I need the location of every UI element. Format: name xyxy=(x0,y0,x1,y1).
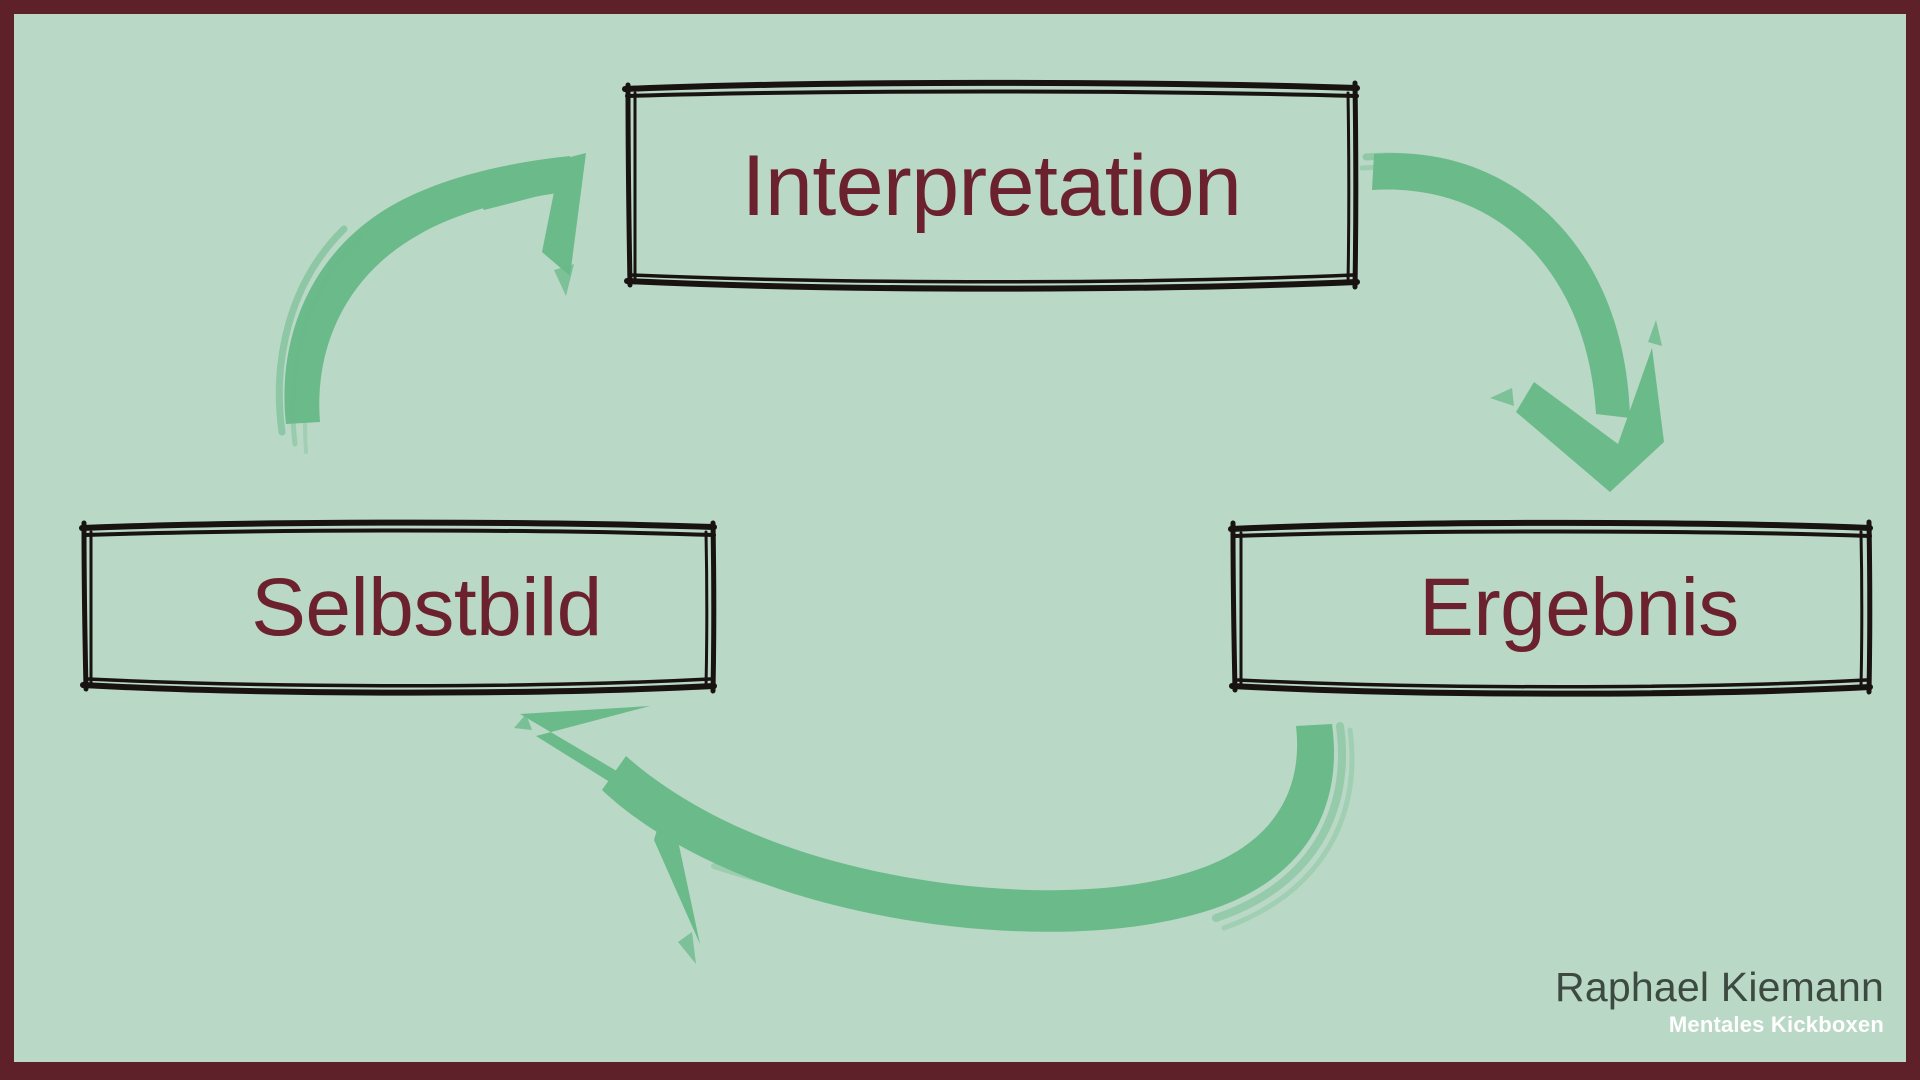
signature-block: Raphael Kiemann Mentales Kickboxen xyxy=(1555,963,1884,1037)
hand-drawn-box-frame xyxy=(622,79,1360,292)
hand-drawn-box-frame xyxy=(1228,519,1873,697)
node-selbstbild[interactable]: Selbstbild xyxy=(76,519,721,697)
arrow-ergebnis-to-selbstbild xyxy=(514,706,1355,964)
signature-name: Raphael Kiemann xyxy=(1555,963,1884,1010)
node-selbstbild-label: Selbstbild xyxy=(251,561,602,653)
node-ergebnis[interactable]: Ergebnis xyxy=(1226,519,1876,697)
node-interpretation-label: Interpretation xyxy=(741,138,1242,235)
arrow-selbstbild-to-interpretation xyxy=(275,153,586,454)
signature-tagline: Mentales Kickboxen xyxy=(1668,1011,1884,1037)
node-interpretation[interactable]: Interpretation xyxy=(619,79,1364,294)
slide-stage: Interpretation Selbstbild xyxy=(14,14,1906,1062)
arrow-interpretation-to-ergebnis xyxy=(1359,152,1664,492)
hand-drawn-box-frame xyxy=(79,519,717,696)
node-ergebnis-label: Ergebnis xyxy=(1419,561,1739,653)
